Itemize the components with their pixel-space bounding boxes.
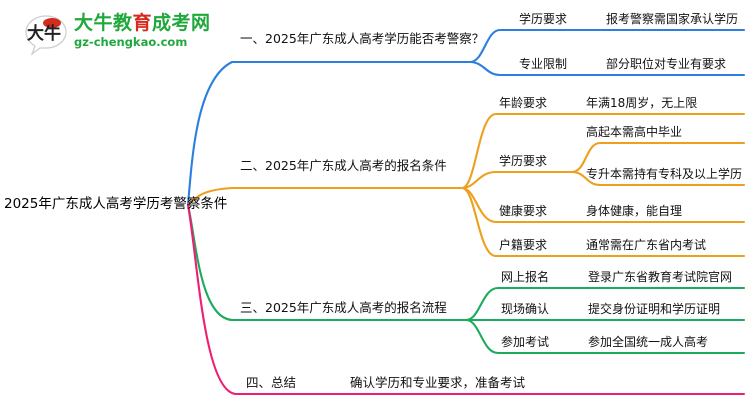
branch-2-child-1-label: 年龄要求 [499,96,548,110]
branch-2-child-2-grandchild-1-node[interactable]: 高起本需高中毕业 [586,126,682,138]
logo-name-part2: 育 [132,12,153,34]
branch-3-child-2-label-node[interactable]: 现场确认 [501,303,549,315]
branch-4-child-1-node[interactable]: 确认学历和专业要求，准备考试 [350,375,526,390]
branch-4-child-1-label: 确认学历和专业要求，准备考试 [350,375,526,390]
branch-2-child-4-label: 户籍要求 [499,238,548,252]
branch-node-4-label: 四、总结 [246,375,297,390]
branch-3-child-3-value-node[interactable]: 参加全国统一成人高考 [588,336,708,348]
branch-3-child-3-value: 参加全国统一成人高考 [588,335,709,349]
branch-2-child-2-label-node[interactable]: 学历要求 [499,155,547,167]
branch-1-child-1-label-node[interactable]: 学历要求 [519,13,567,25]
branch-3-child-1-label-node[interactable]: 网上报名 [501,271,549,283]
branch-3-child-2-label: 现场确认 [501,302,550,316]
logo-name: 大牛教育成考网 [74,12,224,34]
branch-2-child-2-grandchild-2: 专升本需持有专科及以上学历 [586,167,743,181]
branch-3-child-3-label: 参加考试 [501,335,550,349]
branch-node-1[interactable]: 一、2025年广东成人高考学历能否考警察？ [240,31,485,46]
branch-3-child-2-value: 提交身份证明和学历证明 [588,302,721,316]
logo-name-part3: 成考网 [152,12,211,34]
branch-1-child-2-label: 专业限制 [519,57,568,71]
branch-1-child-1-value-node[interactable]: 报考警察需国家承认学历 [606,13,738,25]
branch-2-child-4-value: 通常需在广东省内考试 [586,238,707,252]
branch-node-2-label: 二、2025年广东成人高考的报名条件 [240,158,447,173]
mindmap-root-node[interactable]: 2025年广东成人高考学历考警察条件 [4,196,228,212]
mindmap-root-label: 2025年广东成人高考学历考警察条件 [4,196,228,212]
logo-name-part1: 大牛教 [74,12,133,34]
branch-3-child-2-value-node[interactable]: 提交身份证明和学历证明 [588,303,720,315]
branch-node-2[interactable]: 二、2025年广东成人高考的报名条件 [240,158,447,173]
logo-mark-icon: 大牛 [24,14,68,56]
logo-text: 大牛教育成考网 gz-chengkao.com [74,12,224,49]
branch-node-4[interactable]: 四、总结 [246,375,297,390]
branch-2-child-2-label: 学历要求 [499,154,548,168]
branch-3-child-3-label-node[interactable]: 参加考试 [501,336,549,348]
branch-3-child-1-label: 网上报名 [501,270,550,284]
branch-node-3[interactable]: 三、2025年广东成人高考的报名流程 [240,300,447,315]
branch-2-child-3-value-node[interactable]: 身体健康，能自理 [586,205,682,217]
branch-1-child-2-value: 部分职位对专业有要求 [606,57,727,71]
branch-2-child-1-value-node[interactable]: 年满18周岁，无上限 [586,97,697,109]
branch-2-child-4-value-node[interactable]: 通常需在广东省内考试 [586,239,706,251]
branch-2-child-2-grandchild-1: 高起本需高中毕业 [586,125,683,139]
branch-2-child-4-label-node[interactable]: 户籍要求 [499,239,547,251]
branch-2-child-3-label: 健康要求 [499,204,548,218]
branch-1-child-1-label: 学历要求 [519,12,568,26]
branch-3-child-1-value-node[interactable]: 登录广东省教育考试院官网 [588,271,732,283]
branch-2-child-3-value: 身体健康，能自理 [586,204,683,218]
branch-3-child-1-value: 登录广东省教育考试院官网 [588,270,733,284]
branch-2-child-1-value: 年满18周岁，无上限 [586,96,698,110]
logo-url: gz-chengkao.com [74,35,188,49]
branch-2-child-1-label-node[interactable]: 年龄要求 [499,97,547,109]
branch-1-child-2-value-node[interactable]: 部分职位对专业有要求 [606,58,726,70]
branch-1-child-1-value: 报考警察需国家承认学历 [606,12,739,26]
branch-node-1-label: 一、2025年广东成人高考学历能否考警察？ [240,31,485,46]
branch-node-3-label: 三、2025年广东成人高考的报名流程 [240,300,447,315]
branch-2-child-2-grandchild-2-node[interactable]: 专升本需持有专科及以上学历 [586,168,742,180]
branch-2-child-3-label-node[interactable]: 健康要求 [499,205,547,217]
branch-1-child-2-label-node[interactable]: 专业限制 [519,58,567,70]
svg-text:大牛: 大牛 [27,23,61,44]
site-logo: 大牛 大牛教育成考网 gz-chengkao.com [24,12,224,60]
